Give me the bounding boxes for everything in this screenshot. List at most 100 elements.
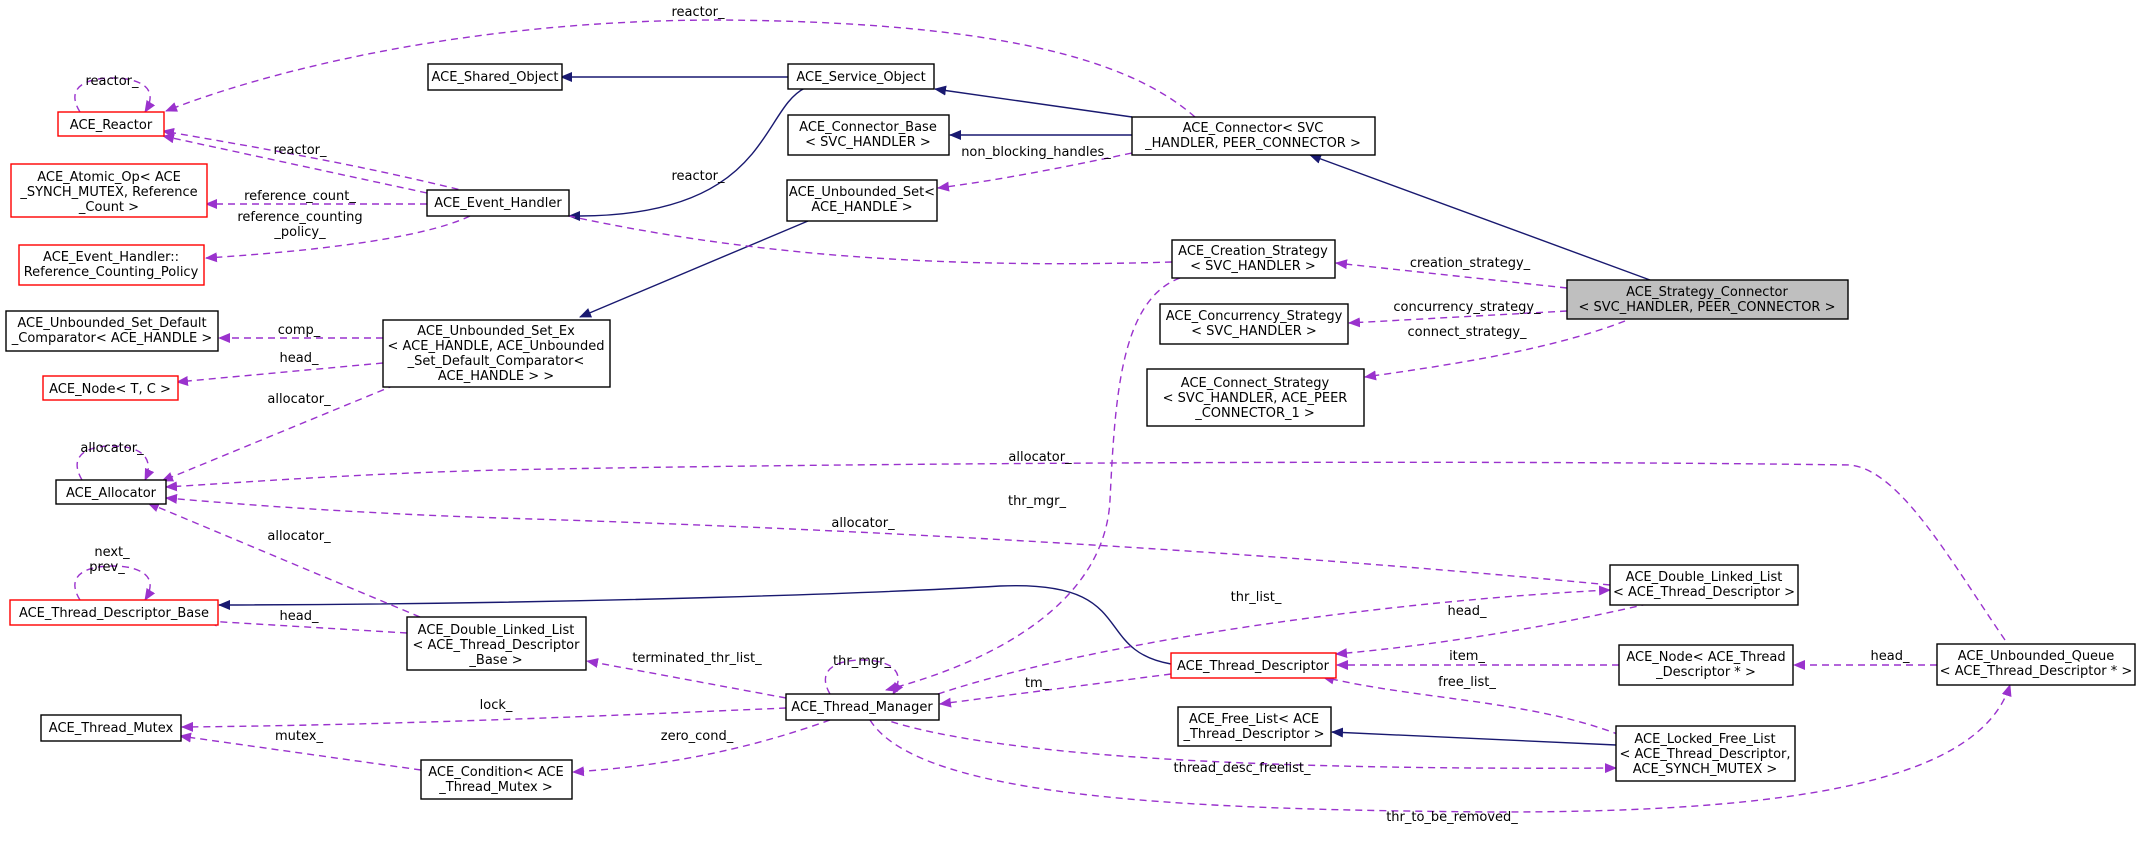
node-ace-free-list-line-1: ACE_Free_List< ACE	[1189, 712, 1319, 727]
edge-thr-mgr-creation-strategy	[885, 277, 1181, 693]
node-ace-double-linked-list-td[interactable]: ACE_Double_Linked_List < ACE_Thread_Desc…	[1609, 564, 1799, 606]
node-ace-unbounded-set-ex-line-1: ACE_Unbounded_Set_Ex	[417, 324, 575, 339]
node-ace-double-linked-list-td-base[interactable]: ACE_Double_Linked_List < ACE_Thread_Desc…	[406, 616, 587, 671]
edge-service-object-to-event-handler	[568, 87, 806, 221]
node-ace-connect-strategy-line-3: _CONNECTOR_1 >	[1194, 406, 1315, 421]
node-ace-locked-free-list[interactable]: ACE_Locked_Free_List < ACE_Thread_Descri…	[1615, 725, 1796, 782]
label-reactor-eh: reactor_	[273, 143, 327, 158]
node-ace-creation-strategy[interactable]: ACE_Creation_Strategy < SVC_HANDLER >	[1171, 239, 1336, 279]
edge-terminated-thr-list	[586, 658, 787, 699]
edge-thread-descriptor-to-td-base	[218, 584, 1172, 665]
node-ace-node-thread-descriptor-line-2: _Descriptor * >	[1655, 665, 1756, 680]
label-non-blocking-handles: non_blocking_handles_	[961, 145, 1111, 160]
node-ace-strategy-connector-line-1: ACE_Strategy_Connector	[1626, 285, 1788, 300]
node-ace-condition-line-1: ACE_Condition< ACE	[428, 765, 563, 780]
edge-thread-desc-freelist	[879, 717, 1617, 774]
node-ace-connect-strategy-line-1: ACE_Connect_Strategy	[1181, 376, 1330, 391]
node-ace-double-linked-list-td-base-line-2: < ACE_Thread_Descriptor	[413, 638, 581, 653]
node-ace-unbounded-queue[interactable]: ACE_Unbounded_Queue < ACE_Thread_Descrip…	[1936, 643, 2136, 686]
edge-unbounded-set-to-unbounded-set-ex	[579, 220, 809, 318]
node-ace-thread-manager-line-1: ACE_Thread_Manager	[791, 700, 933, 715]
label-allocator-dll: allocator_	[831, 516, 895, 531]
node-ace-thread-descriptor[interactable]: ACE_Thread_Descriptor	[1170, 652, 1337, 679]
node-ace-connector[interactable]: ACE_Connector< SVC _HANDLER, PEER_CONNEC…	[1131, 116, 1376, 156]
label-terminated-thr-list: terminated_thr_list_	[632, 651, 762, 666]
label-mutex: mutex_	[275, 729, 323, 744]
label-zero-cond: zero_cond_	[661, 729, 734, 744]
label-reactor-cs: reactor_	[671, 169, 725, 184]
node-ace-unbounded-set-line-2: ACE_HANDLE >	[811, 200, 912, 215]
edge-free-list	[1322, 674, 1621, 736]
label-next: next_	[94, 545, 130, 560]
edge-thr-mgr-self	[824, 659, 904, 695]
node-ace-reference-counting-policy[interactable]: ACE_Event_Handler:: Reference_Counting_P…	[18, 244, 205, 286]
node-ace-unbounded-set[interactable]: ACE_Unbounded_Set< ACE_HANDLE >	[786, 179, 938, 222]
edge-allocator-from-dll	[165, 493, 1611, 586]
node-ace-double-linked-list-td-line-2: < ACE_Thread_Descriptor >	[1613, 585, 1795, 600]
node-ace-event-handler[interactable]: ACE_Event_Handler	[426, 189, 570, 217]
node-ace-atomic-op[interactable]: ACE_Atomic_Op< ACE _SYNCH_MUTEX, Referen…	[10, 163, 208, 218]
node-ace-allocator[interactable]: ACE_Allocator	[55, 479, 167, 505]
node-ace-connector-base-line-1: ACE_Connector_Base	[799, 120, 937, 135]
node-ace-free-list[interactable]: ACE_Free_List< ACE _Thread_Descriptor >	[1177, 706, 1332, 747]
node-ace-concurrency-strategy[interactable]: ACE_Concurrency_Strategy < SVC_HANDLER >	[1159, 303, 1349, 345]
edge-mutex	[179, 732, 422, 771]
label-reference-counting-1: reference_counting	[237, 210, 362, 225]
node-ace-shared-object-line-1: ACE_Shared_Object	[431, 70, 558, 85]
edge-zero-cond	[572, 719, 831, 777]
label-thr-list: thr_list_	[1231, 590, 1282, 605]
edge-reactor-top	[165, 19, 1196, 118]
label-reference-counting-2: _policy_	[273, 225, 326, 240]
node-ace-concurrency-strategy-line-1: ACE_Concurrency_Strategy	[1166, 309, 1343, 324]
node-ace-unbounded-set-default-comparator[interactable]: ACE_Unbounded_Set_Default _Comparator< A…	[5, 310, 219, 352]
node-ace-condition[interactable]: ACE_Condition< ACE _Thread_Mutex >	[420, 759, 573, 800]
node-ace-node-thread-descriptor[interactable]: ACE_Node< ACE_Thread _Descriptor * >	[1618, 644, 1794, 686]
node-ace-free-list-line-2: _Thread_Descriptor >	[1182, 727, 1324, 742]
node-ace-thread-descriptor-base[interactable]: ACE_Thread_Descriptor_Base	[9, 599, 219, 626]
edge-allocator-set	[161, 384, 396, 482]
label-connect-strategy: connect_strategy_	[1407, 325, 1527, 340]
node-ace-node-t-c[interactable]: ACE_Node< T, C >	[42, 375, 179, 401]
node-ace-reactor[interactable]: ACE_Reactor	[57, 111, 165, 137]
label-thr-mgr-self: thr_mgr_	[833, 654, 891, 669]
label-reactor-top: reactor_	[671, 5, 725, 20]
edge-reactor-from-event-handler	[162, 133, 428, 194]
node-ace-reference-counting-policy-line-2: Reference_Counting_Policy	[24, 265, 199, 280]
node-ace-allocator-line-1: ACE_Allocator	[66, 486, 157, 501]
node-ace-reference-counting-policy-line-1: ACE_Event_Handler::	[43, 250, 179, 265]
label-allocator-queue: allocator_	[1008, 450, 1072, 465]
node-ace-thread-mutex[interactable]: ACE_Thread_Mutex	[40, 714, 182, 742]
edge-connect-strategy	[1364, 320, 1626, 381]
label-comp: comp_	[278, 323, 321, 338]
node-ace-connector-base[interactable]: ACE_Connector_Base < SVC_HANDLER >	[787, 114, 950, 156]
node-ace-event-handler-line-1: ACE_Event_Handler	[434, 196, 562, 211]
node-ace-shared-object[interactable]: ACE_Shared_Object	[427, 63, 563, 91]
edge-non-blocking-handles	[937, 152, 1133, 192]
edge-strategy-connector-to-connector	[1309, 154, 1651, 281]
node-ace-connect-strategy[interactable]: ACE_Connect_Strategy < SVC_HANDLER, ACE_…	[1146, 368, 1365, 427]
edge-creation-strategy	[1335, 259, 1568, 289]
node-ace-unbounded-set-ex[interactable]: ACE_Unbounded_Set_Ex < ACE_HANDLE, ACE_U…	[382, 319, 611, 388]
edge-reference-counting-policy	[205, 215, 471, 263]
edge-allocator-from-dll-base	[147, 502, 421, 618]
node-ace-thread-mutex-line-1: ACE_Thread_Mutex	[49, 721, 174, 736]
edge-concurrency-strategy	[1348, 310, 1568, 328]
node-ace-double-linked-list-td-base-line-1: ACE_Double_Linked_List	[418, 623, 575, 638]
edge-tm	[939, 673, 1172, 708]
node-ace-strategy-connector[interactable]: ACE_Strategy_Connector < SVC_HANDLER, PE…	[1566, 279, 1849, 320]
node-ace-thread-manager[interactable]: ACE_Thread_Manager	[785, 693, 940, 721]
label-free-list: free_list_	[1438, 675, 1496, 690]
node-ace-unbounded-set-ex-line-3: _Set_Default_Comparator<	[407, 354, 585, 369]
node-ace-unbounded-set-ex-line-2: < ACE_HANDLE, ACE_Unbounded	[387, 339, 604, 354]
node-ace-connector-line-2: _HANDLER, PEER_CONNECTOR >	[1144, 136, 1361, 151]
node-ace-unbounded-queue-line-1: ACE_Unbounded_Queue	[1958, 649, 2115, 664]
node-ace-unbounded-set-line-1: ACE_Unbounded_Set<	[789, 185, 935, 200]
node-ace-concurrency-strategy-line-2: < SVC_HANDLER >	[1191, 324, 1317, 339]
label-head-dll: head_	[1448, 604, 1487, 619]
node-ace-thread-descriptor-base-line-1: ACE_Thread_Descriptor_Base	[19, 606, 209, 621]
edge-thr-to-be-removed	[869, 684, 2012, 813]
node-ace-service-object[interactable]: ACE_Service_Object	[787, 63, 935, 90]
edge-head-set	[176, 362, 384, 386]
node-ace-unbounded-set-default-comparator-line-2: _Comparator< ACE_HANDLE >	[11, 331, 212, 346]
